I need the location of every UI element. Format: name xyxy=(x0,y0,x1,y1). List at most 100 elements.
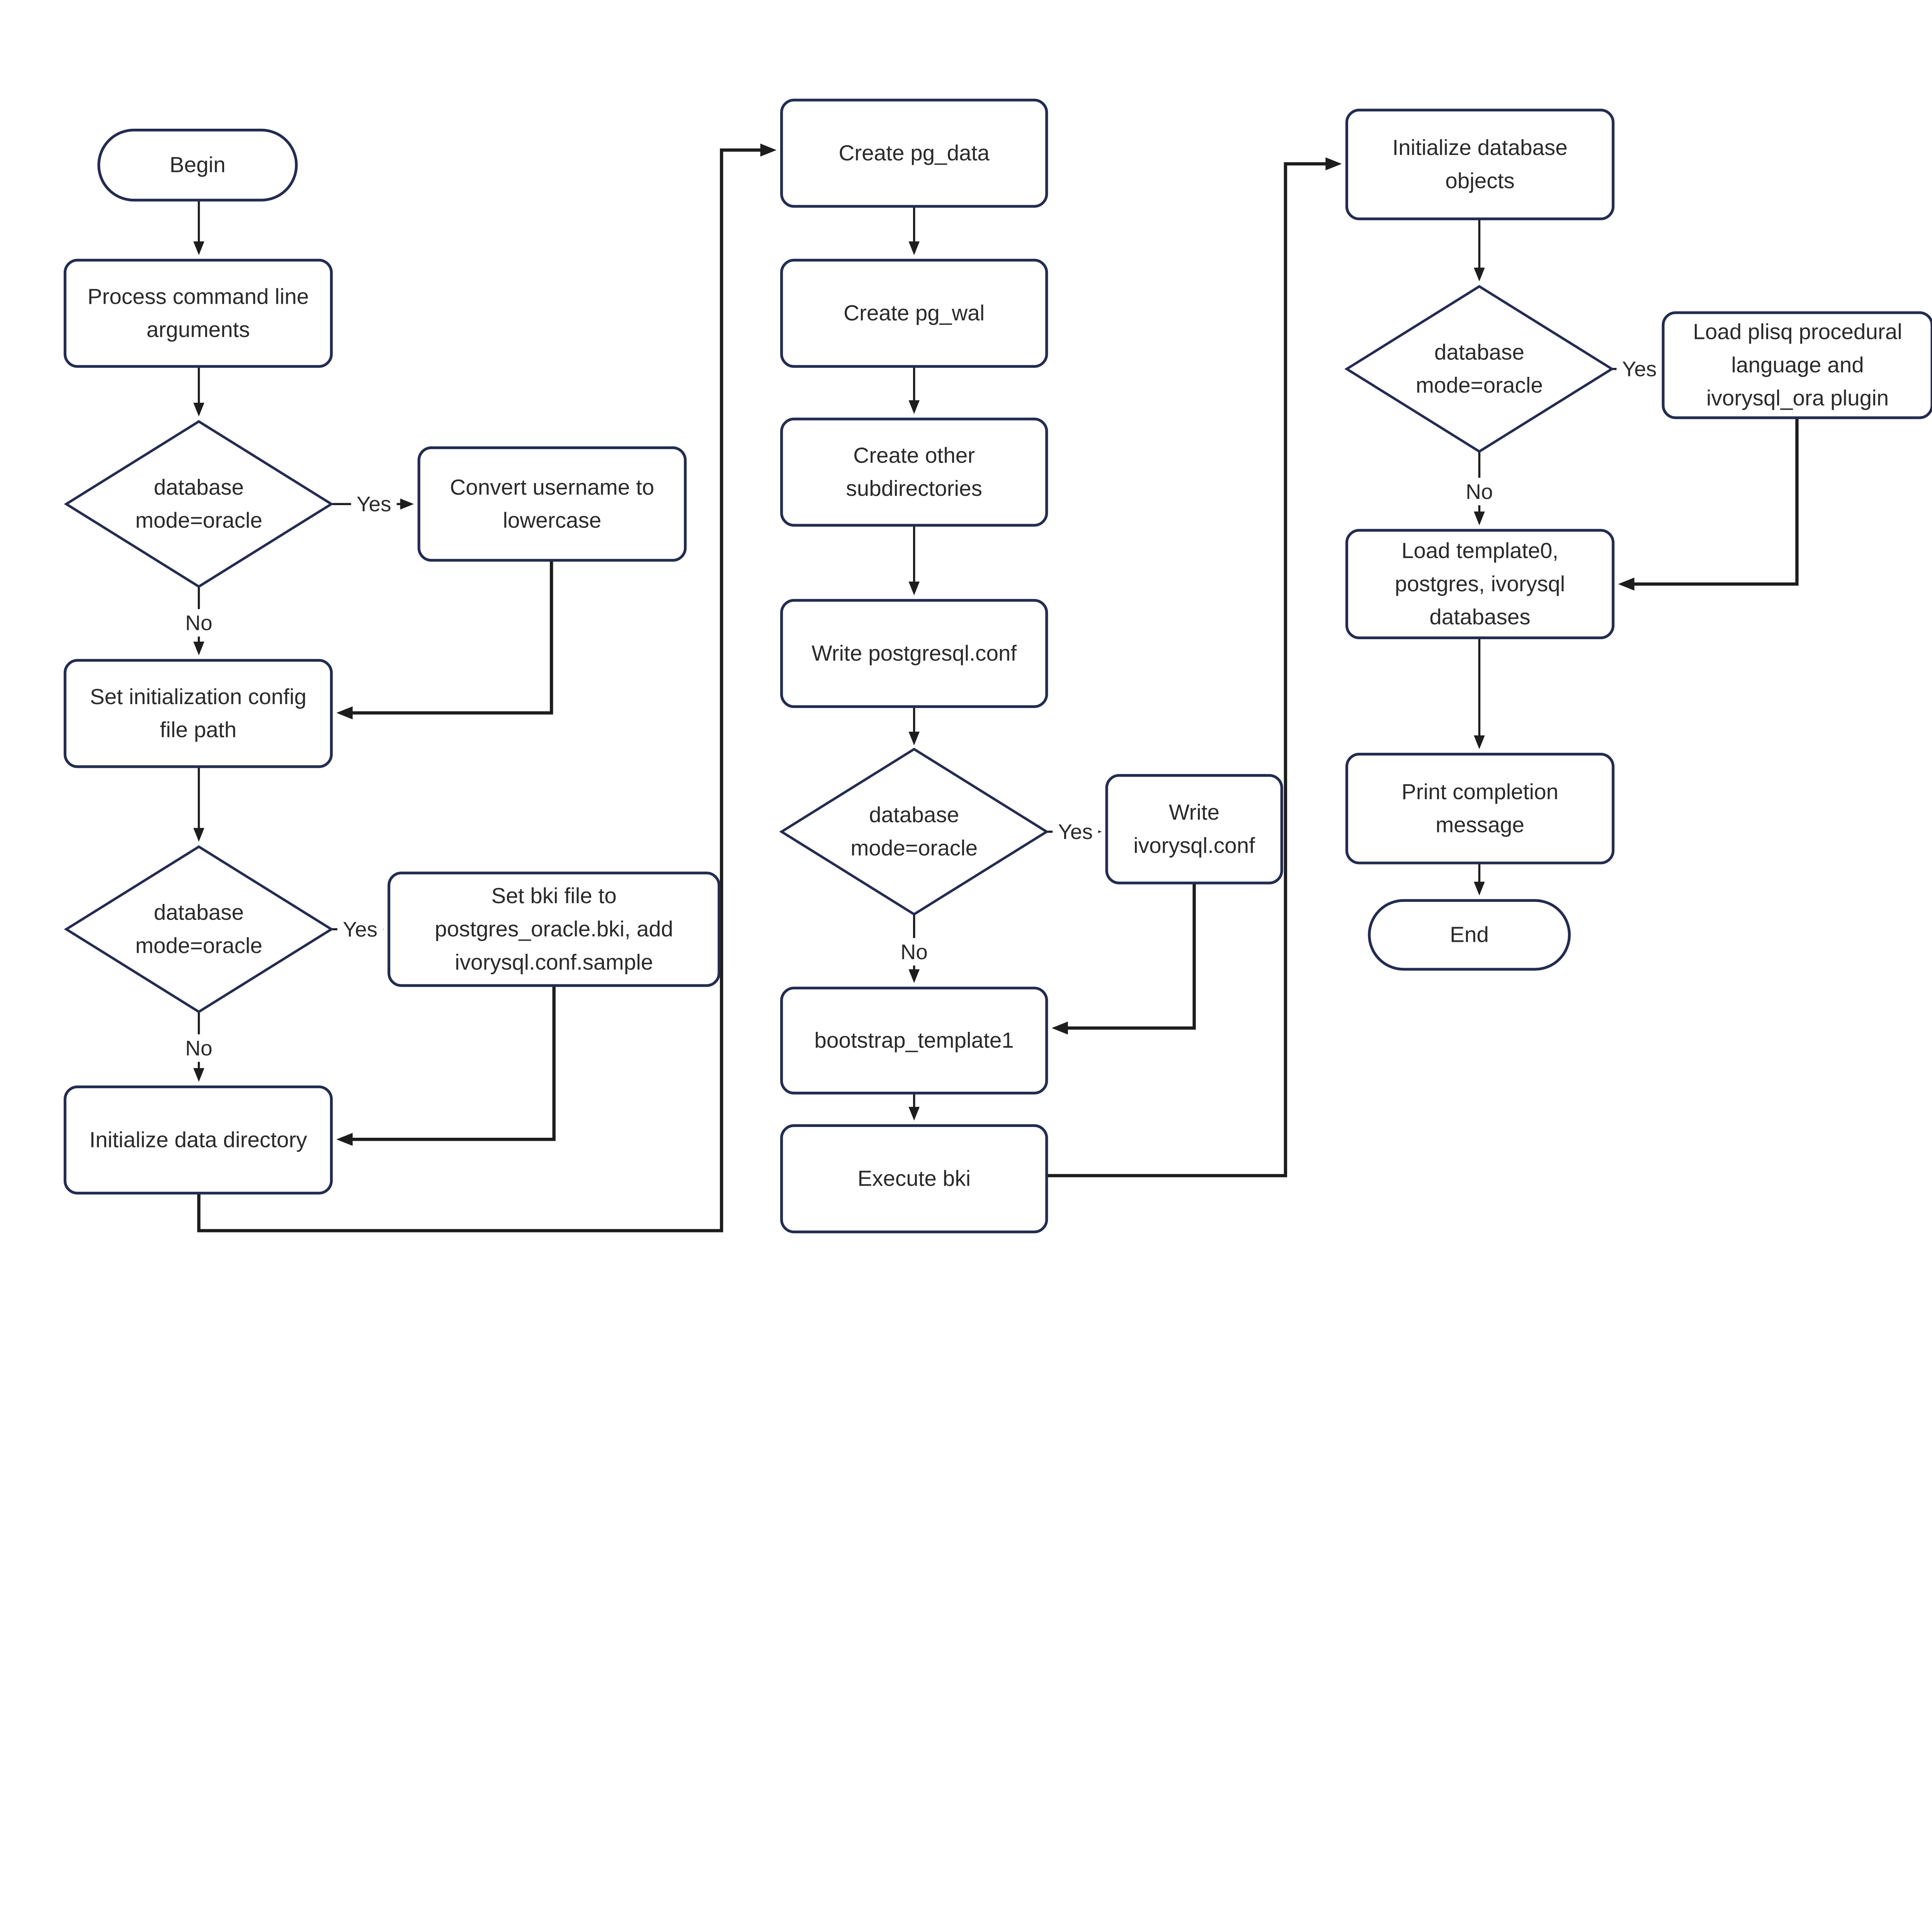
node-label-line: Create pg_wal xyxy=(844,301,985,325)
arrowhead-icon xyxy=(1474,267,1485,282)
edge-label-bg xyxy=(182,609,216,637)
process-shape xyxy=(387,871,721,987)
process-shape xyxy=(1345,109,1615,220)
edge-convert_username-set_config_path xyxy=(336,560,553,720)
node-label-line: databases xyxy=(1429,605,1530,630)
process-shape xyxy=(63,659,333,768)
node-label-line: Print completion xyxy=(1401,780,1558,804)
edge-label: Yes xyxy=(343,917,378,941)
node-label-line: postgres, ivorysql xyxy=(1395,572,1565,596)
arrowhead-icon xyxy=(336,706,353,720)
node-label-line: Set initialization config xyxy=(90,685,306,709)
node-label-line: ivorysql.conf.sample xyxy=(455,950,653,975)
node-label-line: End xyxy=(1450,923,1489,947)
node-bootstrap: bootstrap_template1 xyxy=(780,987,1048,1095)
edge-line xyxy=(350,560,553,715)
arrowhead-icon xyxy=(908,400,920,414)
node-label-line: Begin xyxy=(170,153,226,177)
arrowhead-icon xyxy=(400,498,414,510)
process-shape xyxy=(1345,752,1615,865)
terminator-shape xyxy=(1368,899,1571,971)
arrowhead-icon xyxy=(1474,511,1485,526)
node-label-line: Load plisq procedural xyxy=(1693,320,1902,344)
edge-dec1-convert_username: Yes xyxy=(331,490,414,518)
edge-label: No xyxy=(1466,480,1493,504)
arrowhead-icon xyxy=(1474,735,1485,749)
edge-label-bg xyxy=(1616,355,1662,383)
edge-line xyxy=(1046,162,1328,1178)
arrowhead-icon xyxy=(193,642,204,655)
edge-label: Yes xyxy=(357,492,391,516)
node-dec4: database mode=oracle xyxy=(1344,285,1614,453)
node-label-line: database xyxy=(869,803,959,827)
node-label-line: message xyxy=(1435,813,1524,837)
node-label: bootstrap_template1 xyxy=(815,1028,1014,1053)
node-label-line: lowercase xyxy=(503,509,601,533)
edge-label-bg xyxy=(1053,818,1099,846)
edge-label: No xyxy=(185,611,212,635)
edge-execute_bki-init_db_objects xyxy=(1046,157,1342,1178)
edge-write_postgresql-dec3 xyxy=(908,706,920,745)
node-label-line: database xyxy=(154,475,244,500)
arrowhead-icon xyxy=(336,1133,353,1146)
node-label: Write postgresql.conf xyxy=(811,641,1017,665)
edge-dec2-init_data_dir: No xyxy=(182,1012,216,1082)
decision-shape xyxy=(64,420,334,588)
arrowhead-icon xyxy=(908,1107,920,1121)
decision-shape xyxy=(64,845,334,1013)
node-create_other: Create other subdirectories xyxy=(780,417,1048,527)
node-convert_username: Convert username to lowercase xyxy=(417,446,687,562)
edge-init_db_objects-dec4 xyxy=(1474,219,1485,282)
node-label-line: database xyxy=(1434,340,1524,364)
edge-line xyxy=(1632,417,1799,586)
arrowhead-icon xyxy=(1325,157,1342,170)
node-create_pg_wal: Create pg_wal xyxy=(780,259,1048,368)
edge-set_config_path-dec2 xyxy=(193,766,204,842)
node-label-line: subdirectories xyxy=(846,477,982,501)
edge-begin-process_args xyxy=(193,200,204,255)
edge-label-bg xyxy=(1462,478,1497,505)
edge-load_plisq-load_template0 xyxy=(1618,417,1799,591)
node-label-line: Convert username to xyxy=(450,475,654,500)
node-label-line: Set bki file to xyxy=(492,884,617,908)
decision-shape xyxy=(779,747,1049,916)
edge-label: No xyxy=(185,1036,212,1060)
node-label: Create pg_wal xyxy=(844,301,985,325)
node-label-line: Create other xyxy=(853,443,975,468)
edge-dec3-write_ivorysql: Yes xyxy=(1046,818,1102,846)
node-label-line: mode=oracle xyxy=(1416,373,1543,398)
arrowhead-icon xyxy=(193,1068,204,1082)
process-shape xyxy=(780,99,1048,208)
process-shape xyxy=(780,259,1048,368)
edge-set_bki-init_data_dir xyxy=(336,985,556,1146)
node-label-line: ivorysql.conf xyxy=(1133,834,1255,858)
process-shape xyxy=(1105,774,1283,885)
node-begin: Begin xyxy=(97,129,298,202)
decision-shape xyxy=(1344,285,1614,453)
node-label: Create other subdirectories xyxy=(846,443,982,501)
node-label: Convert username to lowercase xyxy=(450,475,654,533)
arrowhead-icon xyxy=(908,241,920,255)
arrowhead-icon xyxy=(193,828,204,842)
edge-dec1-set_config_path: No xyxy=(182,586,216,655)
arrowhead-icon xyxy=(908,969,920,983)
edge-dec3-bootstrap: No xyxy=(897,914,931,983)
arrowhead-icon xyxy=(1474,882,1485,896)
edge-line xyxy=(1066,883,1196,1030)
node-end: End xyxy=(1368,899,1571,971)
terminator-shape xyxy=(97,129,298,202)
edge-label-bg xyxy=(182,1034,216,1062)
arrowhead-icon xyxy=(908,732,920,745)
edge-load_template0-print_msg xyxy=(1474,638,1485,749)
edge-create_pg_wal-create_other xyxy=(908,366,920,414)
